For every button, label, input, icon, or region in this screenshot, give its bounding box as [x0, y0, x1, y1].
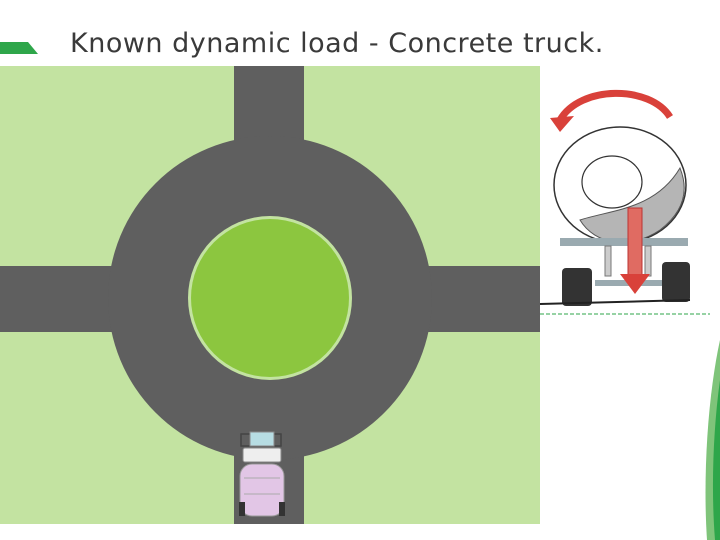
ground-line [540, 299, 691, 305]
down-arrow-icon [627, 207, 643, 277]
rear-wheel [562, 268, 592, 306]
front-wheel [662, 262, 690, 302]
concrete-truck-icon [239, 431, 285, 517]
title-accent-bar [0, 42, 38, 54]
truck-drum-diagram [540, 89, 710, 315]
slide-title: Known dynamic load - Concrete truck. [70, 28, 604, 59]
chassis-beam [560, 238, 688, 246]
curved-arrow-icon [556, 89, 673, 122]
roundabout-map [0, 66, 540, 524]
central-island [191, 219, 349, 377]
decorative-strip [705, 340, 720, 540]
drum-inner [581, 155, 643, 209]
